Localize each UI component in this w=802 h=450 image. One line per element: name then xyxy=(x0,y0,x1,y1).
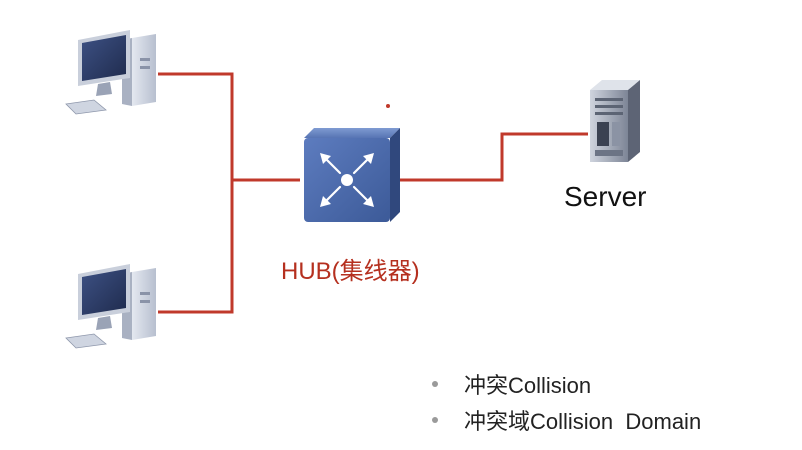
list-item: 冲突域Collision Domain xyxy=(432,402,701,438)
notes-list: 冲突Collision 冲突域Collision Domain xyxy=(432,366,701,438)
note-collision: 冲突Collision xyxy=(464,373,592,398)
link-pc2-to-hub xyxy=(158,180,234,314)
links xyxy=(158,72,588,314)
stray-dot xyxy=(386,104,390,108)
link-hub-to-server xyxy=(398,132,588,182)
link-pc1-to-hub xyxy=(158,72,300,182)
computer-icon xyxy=(65,264,156,349)
note-collision-domain: 冲突域Collision Domain xyxy=(464,409,702,434)
computer-icon xyxy=(65,30,156,115)
bullet-icon xyxy=(432,381,438,387)
server-icon xyxy=(590,80,640,162)
bullet-icon xyxy=(432,417,438,423)
server-label: Server xyxy=(564,181,647,212)
hub-label: HUB(集线器) xyxy=(281,258,420,285)
hub-icon xyxy=(304,128,400,222)
list-item: 冲突Collision xyxy=(432,366,701,402)
